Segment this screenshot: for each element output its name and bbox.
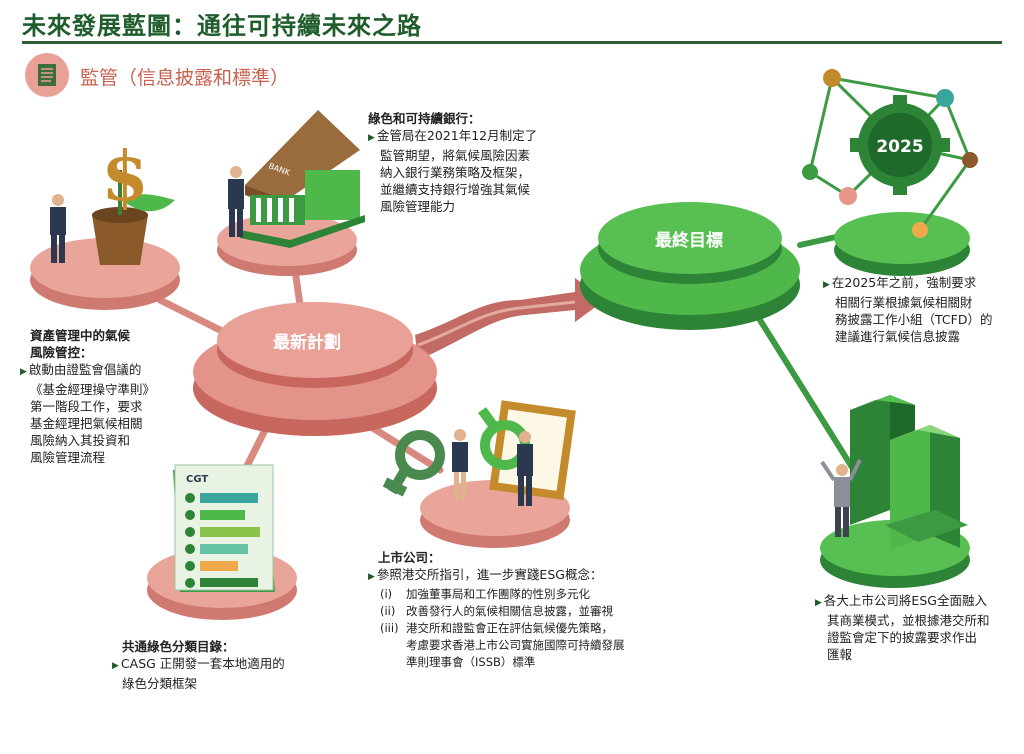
progress-arrow [415,278,605,360]
asset-mgmt-line: 第一階段工作，要求 [30,399,143,414]
platform-asset [30,238,180,310]
goal-hub-label: 最終目標 [655,231,723,251]
platform-tcfd [834,212,970,276]
listed-intro: 參照港交所指引，進一步實踐ESG概念： [368,566,625,586]
section-title: 監管（信息披露和標準） [80,67,290,89]
gear-icon: 2025 [850,95,950,195]
green-bank-line: 風險管理能力 [380,199,456,214]
svg-text:2025: 2025 [876,137,923,157]
esg-line: 匯報 [827,647,853,662]
listed-item: (ii)改善發行人的氣候相關信息披露，並審視 [380,604,613,618]
asset-mgmt-line: 《基金經理操守準則》 [30,382,156,397]
businessman-listed-icon [517,431,533,506]
goal-connector-bottom [757,317,863,483]
cgt-heading: 共通綠色分類目錄： [122,639,235,654]
page-title: 未來發展藍圖：通往可持續未來之路 [22,12,422,40]
document-icon [25,53,69,97]
tcfd-line: 建議進行氣候信息披露 [835,329,961,344]
green-bank-line: 監管期望，將氣候風險因素 [380,148,531,163]
listed-heading: 上市公司： [378,550,441,565]
green-bank-block: 綠色和可持續銀行： 金管局在2021年12月制定了 監管期望，將氣候風險因素 納… [368,110,537,215]
tcfd-block: 在2025年之前，強制要求 相關行業根據氣候相關財 務披露工作小組（TCFD）的… [823,274,992,345]
esg-line: 各大上市公司將ESG全面融入 [815,592,990,612]
cgt-line: 綠色分類框架 [122,676,198,691]
esg-line: 其商業模式，並根據港交所和 [827,613,990,628]
green-bank-line: 並繼續支持銀行增強其氣候 [380,182,531,197]
asset-mgmt-heading: 資產管理中的氣候 [30,328,131,343]
listed-item: (i)加強董事局和工作團隊的性別多元化 [380,587,590,601]
listed-item: (iii)港交所和證監會正在評估氣候優先策略， [380,621,613,635]
green-bank-heading: 綠色和可持續銀行： [368,111,481,126]
bank-icon: BANK [240,110,365,248]
svg-text:$: $ [101,137,148,217]
businessman-icon [50,194,66,263]
svg-text:CGT: CGT [186,474,208,485]
listed-block: 上市公司： 參照港交所指引，進一步實踐ESG概念： (i)加強董事局和工作團隊的… [368,549,625,671]
checklist-icon: CGT [173,464,275,592]
asset-mgmt-line: 基金經理把氣候相關 [30,416,143,431]
goal-hub [580,202,800,330]
plan-hub [193,302,437,436]
tcfd-line: 相關行業根據氣候相關財 [835,295,973,310]
presenter-icon [820,459,862,537]
green-bank-line: 金管局在2021年12月制定了 [368,127,537,147]
asset-mgmt-block: 資產管理中的氣候 風險管控： 啟動由證監會倡議的 《基金經理操守準則》 第一階段… [20,327,155,466]
green-buildings-icon [850,395,968,550]
dollar-plant-icon: $ [92,137,175,265]
businesswoman-icon [452,429,468,500]
esg-line: 證監會定下的披露要求作出 [827,630,978,645]
green-bank-line: 納入銀行業務策略及框架， [380,165,531,180]
cgt-block: 共通綠色分類目錄： CASG 正開發一套本地適用的 綠色分類框架 [112,638,285,692]
tcfd-line: 在2025年之前，強制要求 [823,274,992,294]
cgt-line: CASG 正開發一套本地適用的 [112,655,285,675]
asset-mgmt-line: 啟動由證監會倡議的 [20,361,155,381]
plan-hub-label: 最新計劃 [273,333,341,353]
tcfd-line: 務披露工作小組（TCFD）的 [835,312,993,327]
network-nodes [802,69,978,238]
listed-cont: 考慮要求香港上市公司實施國際可持續發展 [406,638,625,652]
asset-mgmt-line: 風險納入其投資和 [30,433,131,448]
asset-mgmt-line: 風險管理流程 [30,450,106,465]
banker-icon [228,166,244,237]
esg-block: 各大上市公司將ESG全面融入 其商業模式，並根據港交所和 證監會定下的披露要求作… [815,592,990,663]
title-divider [22,41,1002,44]
listed-cont: 準則理事會（ISSB）標準 [406,655,536,669]
asset-mgmt-heading: 風險管控： [30,345,93,360]
